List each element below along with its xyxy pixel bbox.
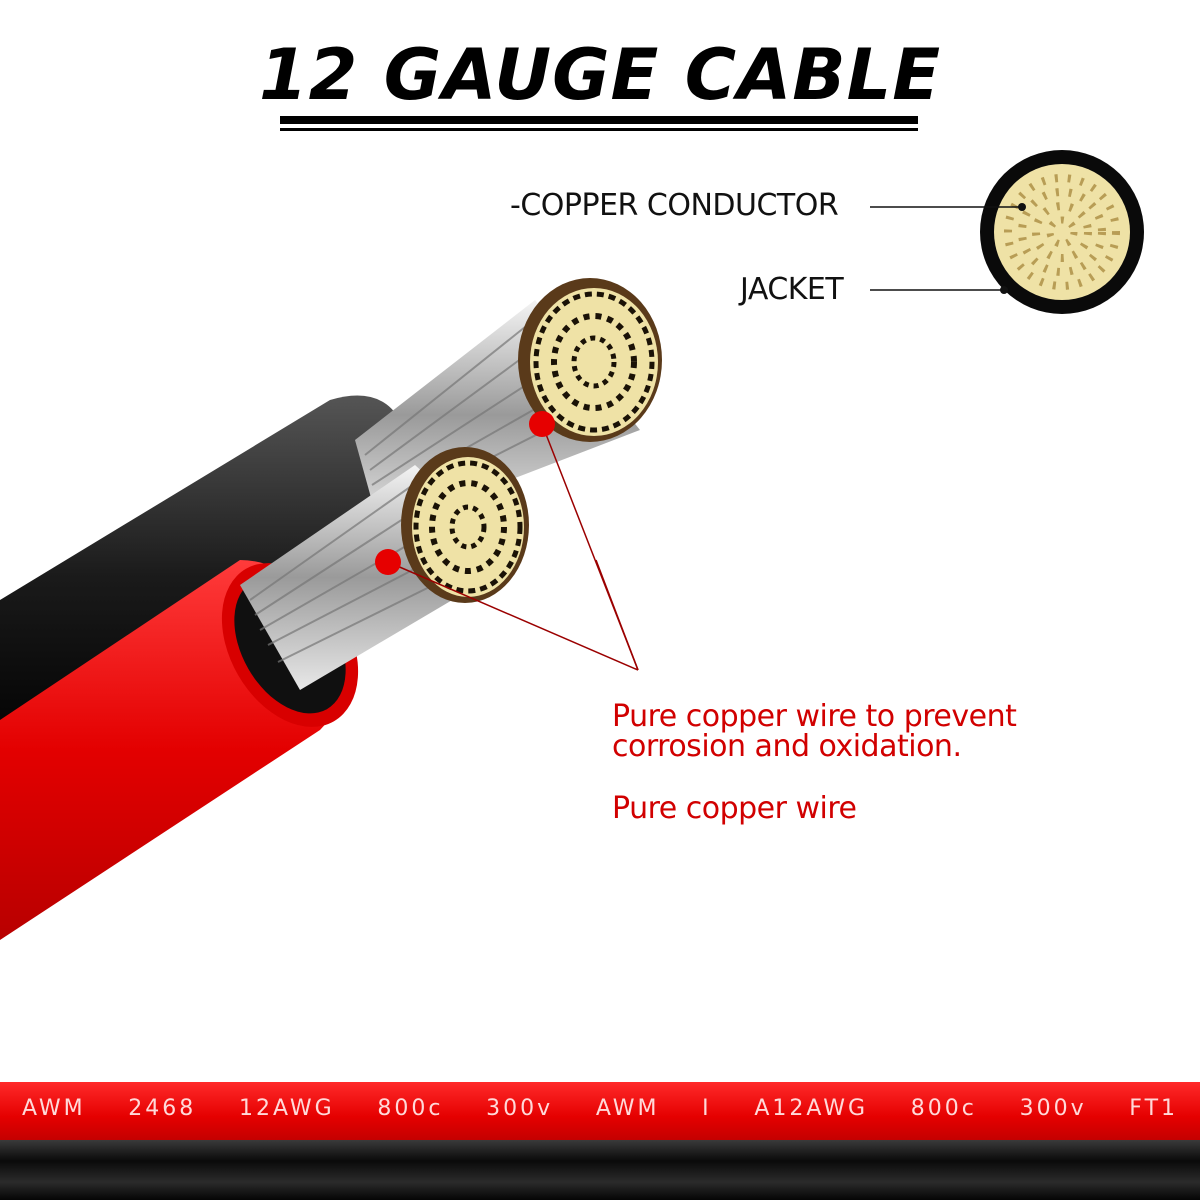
callout-line-3: Pure copper wire <box>612 791 857 826</box>
marking-token: 800c <box>910 1096 977 1121</box>
title-underline-thin <box>280 128 918 131</box>
cross-section-diagram <box>870 150 1144 314</box>
marking-token: AWM <box>22 1096 86 1121</box>
red-insulation-strip <box>0 1082 1200 1140</box>
callout-leaders <box>375 411 639 671</box>
marking-token: 2468 <box>128 1096 197 1121</box>
marking-token: 300v <box>1019 1096 1087 1121</box>
callout-dot-front <box>375 549 401 575</box>
title-underline-thick <box>280 116 918 124</box>
marking-token: 300v <box>486 1096 554 1121</box>
marking-token: A12AWG <box>754 1096 869 1121</box>
black-insulation-strip <box>0 1140 1200 1200</box>
cable-marking-text: AWM 2468 12AWG 800c 300v AWM I A12AWG 80… <box>0 1096 1200 1121</box>
cable-marking-strip: AWM 2468 12AWG 800c 300v AWM I A12AWG 80… <box>0 1082 1200 1200</box>
marking-token: 800c <box>377 1096 444 1121</box>
marking-token: AWM <box>595 1096 660 1121</box>
marking-token: FT1 <box>1129 1096 1178 1121</box>
callout-line-1: Pure copper wire to prevent <box>612 699 1017 734</box>
rear-conductor-face <box>518 278 662 442</box>
jacket-label: JACKET <box>740 272 844 307</box>
copper-conductor-label: -COPPER CONDUCTOR <box>510 188 839 223</box>
marking-token: I <box>702 1096 712 1121</box>
front-conductor-face <box>401 447 529 603</box>
callout-line-2: corrosion and oxidation. <box>612 729 962 764</box>
marking-token: 12AWG <box>239 1096 335 1121</box>
callout-dot-rear <box>529 411 555 437</box>
page-title: 12 GAUGE CABLE <box>258 34 942 116</box>
